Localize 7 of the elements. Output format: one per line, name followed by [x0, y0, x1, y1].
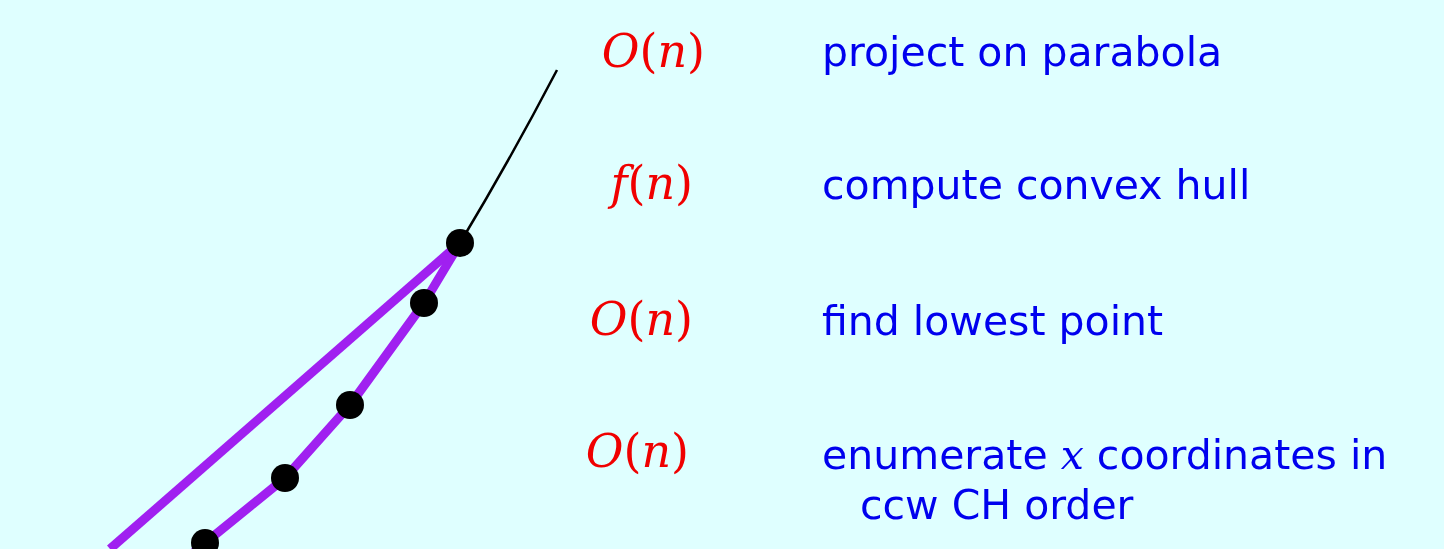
step-description: find lowest point	[822, 296, 1165, 346]
complexity-label: O(n)	[589, 296, 693, 342]
step-description: enumerate x coordinates in ccw CH order	[822, 430, 1389, 531]
complexity-label: O(n)	[601, 28, 705, 74]
complexity-label: O(n)	[585, 428, 689, 474]
step-description: compute convex hull	[822, 160, 1252, 210]
step-description: project on parabola	[822, 27, 1224, 77]
